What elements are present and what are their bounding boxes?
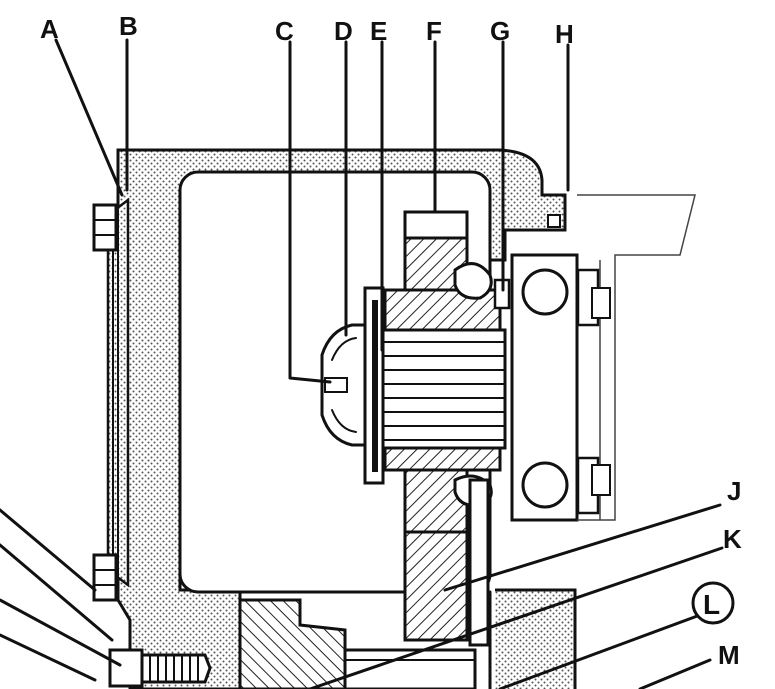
callout-b: B (119, 11, 138, 41)
callout-d: D (334, 16, 353, 46)
leader-line-m (638, 658, 712, 689)
callout-a: A (40, 14, 59, 44)
callout-g: G (490, 16, 510, 46)
threaded-stud (108, 648, 212, 688)
upper-ball-bearing (521, 268, 611, 327)
leader-line-j (443, 503, 722, 592)
retaining-washer (363, 286, 385, 485)
leader-line-left-3 (0, 598, 122, 667)
end-cover-plate (106, 197, 130, 588)
circlip (320, 323, 367, 447)
callout-k: K (723, 524, 742, 554)
splined-shaft (378, 328, 507, 450)
callout-labels: A B C D E F G H J K L M (40, 11, 742, 670)
callout-e: E (370, 16, 387, 46)
callout-l: L (703, 589, 720, 620)
leader-line-c (288, 40, 332, 384)
callout-m: M (718, 640, 740, 670)
callout-f: F (426, 16, 442, 46)
callout-h: H (555, 19, 574, 49)
upper-cover-bolt (92, 203, 118, 252)
callout-c: C (275, 16, 294, 46)
callout-l-circle (691, 581, 735, 625)
lower-ball-bearing (521, 456, 611, 515)
bottom-pinion (238, 598, 477, 689)
leader-line-left-4 (0, 633, 97, 682)
leader-line-a (54, 38, 124, 197)
leader-line-l (498, 613, 702, 689)
leader-line-left-1 (0, 508, 97, 592)
callout-j: J (727, 476, 741, 506)
leader-line-left-2 (0, 543, 114, 642)
leader-line-k (308, 546, 724, 689)
leader-lines (0, 38, 724, 689)
lower-cover-bolt (92, 553, 118, 602)
